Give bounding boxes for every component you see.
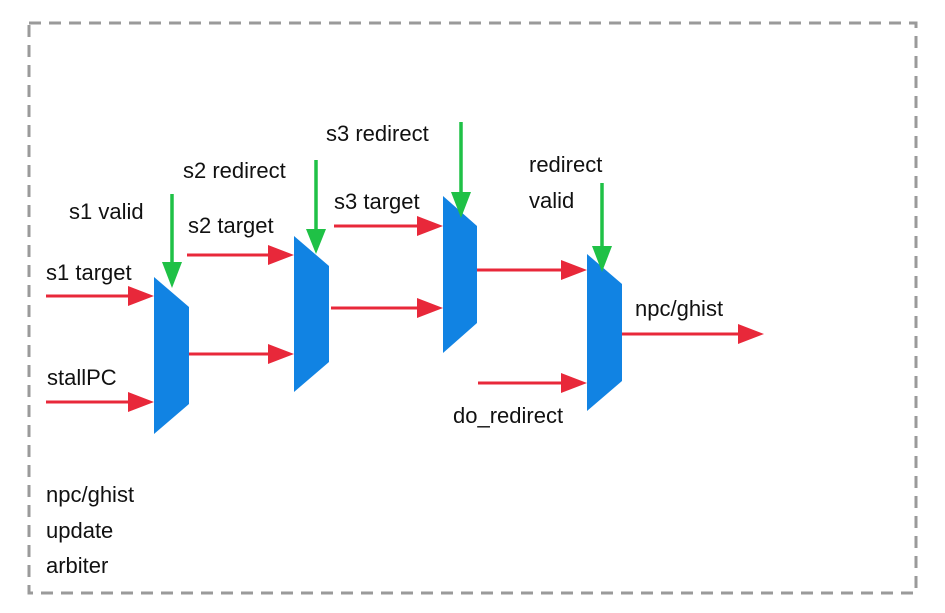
module-boundary [27,21,918,595]
mux-2 [294,236,329,392]
s1-valid-label: s1 valid [69,199,144,224]
s3-target-label: s3 target [334,189,420,214]
output-label: npc/ghist [635,296,723,321]
mux-1 [154,277,189,434]
do-redirect-label: do_redirect [453,403,563,428]
caption-line-2: update [46,518,113,543]
redirect-label: redirect [529,152,602,177]
caption-line-1: npc/ghist [46,482,134,507]
s1-target-label: s1 target [46,260,132,285]
stallpc-label: stallPC [47,365,117,390]
mux-4 [587,254,622,411]
s3-redirect-label: s3 redirect [326,121,429,146]
s2-target-label: s2 target [188,213,274,238]
control-arrows [162,122,612,288]
data-arrows [46,216,764,412]
mux-3 [443,196,477,353]
s2-redirect-label: s2 redirect [183,158,286,183]
valid-label: valid [529,188,574,213]
caption-line-3: arbiter [46,553,108,578]
